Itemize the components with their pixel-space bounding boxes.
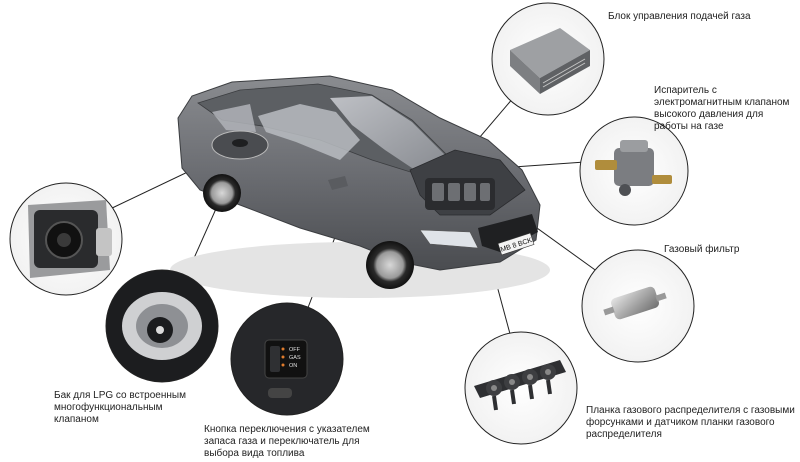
tank-callout [105, 269, 219, 383]
fuel-switch-callout: OFF GAS ON [230, 302, 344, 416]
engine [425, 178, 495, 210]
label-switch: Кнопка переключения с указателем запаса … [204, 424, 370, 459]
control-unit-icon [510, 28, 590, 94]
label-control-unit: Блок управления подачей газа [608, 11, 751, 22]
switch-gas-label: GAS [289, 355, 301, 361]
rear-wheel [203, 174, 241, 212]
evaporator-icon [595, 140, 672, 196]
label-evaporator: Испаритель с электромагнитным клапаном в… [654, 85, 790, 132]
label-gas-filter: Газовый фильтр [664, 244, 740, 255]
injector-rail-callout [464, 331, 578, 445]
control-unit-callout [491, 2, 605, 116]
label-injector-rail: Планка газового распределителя с газовым… [586, 405, 795, 440]
switch-off-label: OFF [289, 347, 301, 353]
switch-on-label: ON [289, 363, 297, 369]
gas-filter-callout [581, 249, 695, 363]
front-wheel [366, 241, 414, 289]
gas-filter-icon [603, 286, 667, 320]
tank-valve-callout [9, 182, 123, 296]
car-illustration: MB 8 BCK [170, 75, 550, 298]
evaporator-callout [579, 116, 689, 226]
label-tank: Бак для LPG со встроенным многофункциона… [54, 390, 186, 425]
injector-rail-icon [474, 360, 566, 411]
